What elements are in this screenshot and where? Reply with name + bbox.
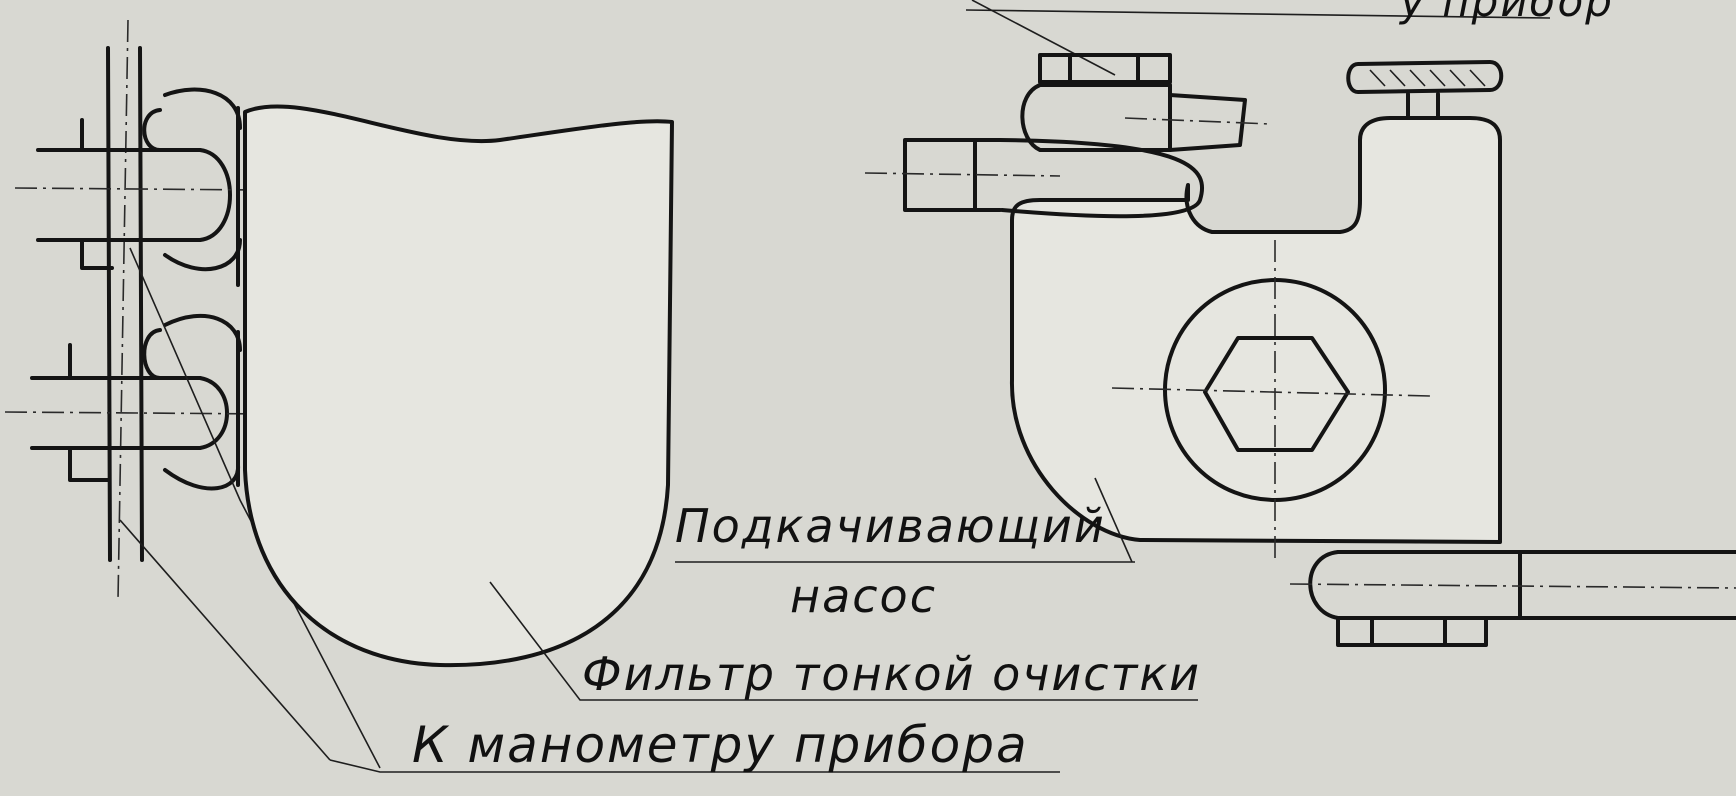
pump-label-line2: насос	[790, 569, 937, 623]
gauge-label: К манометру прибора	[412, 716, 1029, 774]
pump-label-line1: Подкачивающий	[675, 499, 1106, 553]
booster-pump	[675, 0, 1736, 647]
filter-label: Фильтр тонкой очистки	[582, 647, 1201, 701]
labels: у прибор Подкачивающий насос Фильтр тонк…	[412, 0, 1614, 774]
left-pipe-fittings	[4, 19, 381, 769]
fine-filter-body	[243, 104, 1198, 701]
top-partial-label: у прибор	[1398, 0, 1614, 26]
gauge-leader	[329, 759, 1060, 773]
